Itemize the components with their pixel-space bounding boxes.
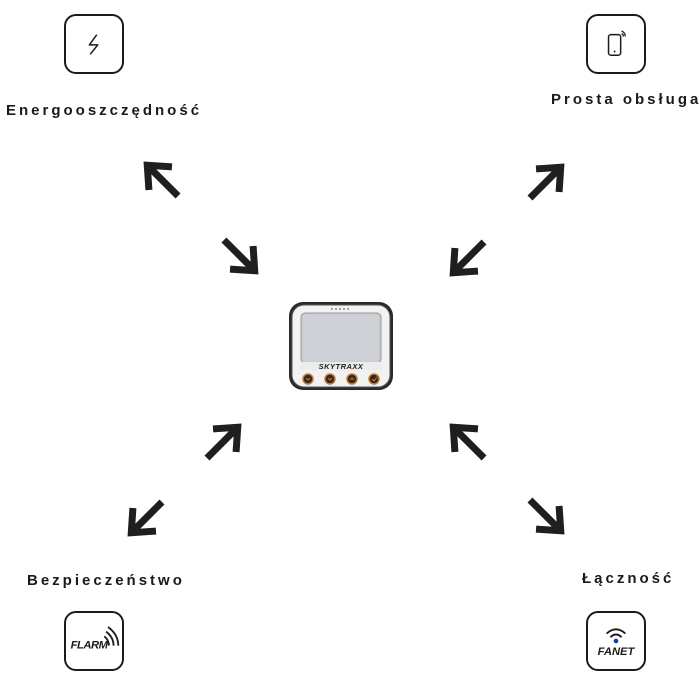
safety-label: Bezpieczeństwo: [27, 572, 185, 589]
lightning-icon: [88, 34, 99, 55]
skytraxx-device: SKYTRAXX: [288, 300, 394, 392]
arrow-out-bottom-right: [523, 493, 571, 541]
ease-label: Prosta obsługa: [551, 91, 699, 108]
arrow-in-top-right: [443, 235, 491, 283]
svg-text:FANET: FANET: [598, 646, 636, 658]
safety-icon-box: FLARM: [64, 611, 124, 671]
arrow-in-bottom-right: [443, 417, 491, 465]
device-button-2: [324, 373, 336, 385]
arrow-in-top-left: [217, 233, 265, 281]
energy-icon-box: [64, 14, 124, 74]
arrow-out-top-left: [137, 155, 185, 203]
arrow-out-top-right: [523, 157, 571, 205]
device-button-1: [302, 373, 314, 385]
arrow-in-bottom-left: [200, 417, 248, 465]
device-button-4: [368, 373, 380, 385]
smartphone-icon: [607, 30, 626, 56]
fanet-logo-icon: FANET: [598, 628, 636, 658]
device-brand-text: SKYTRAXX: [319, 362, 364, 371]
device-button-3: [346, 373, 358, 385]
svg-text:FLARM: FLARM: [71, 639, 109, 651]
connect-icon-box: FANET: [586, 611, 646, 671]
arrow-out-bottom-left: [121, 495, 169, 543]
flarm-logo-icon: FLARM: [71, 626, 120, 651]
ease-icon-box: [586, 14, 646, 74]
connect-label: Łączność: [582, 570, 675, 587]
energy-label: Energooszczędność: [6, 102, 203, 119]
